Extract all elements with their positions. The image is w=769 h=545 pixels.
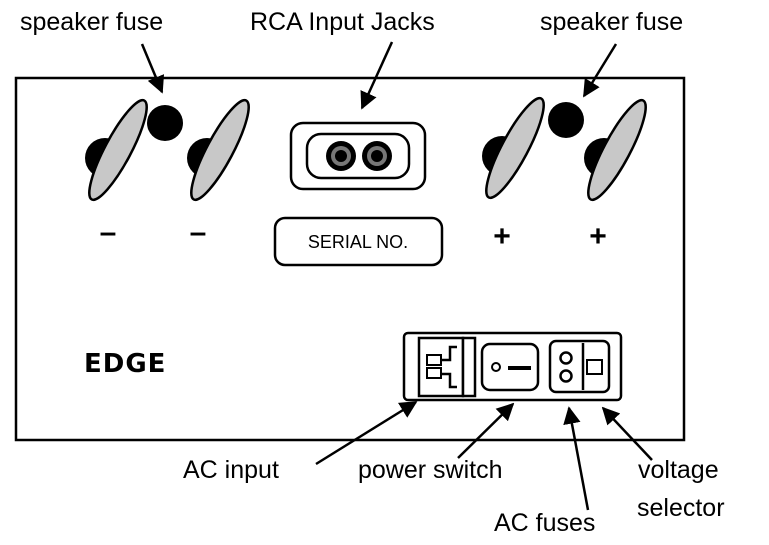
label-voltage-selector-line1: voltage: [638, 456, 719, 484]
ac-input-socket[interactable]: [417, 336, 477, 398]
terminal-sign-positive-1: +: [493, 220, 511, 253]
arrow-voltage-selector: [601, 406, 653, 461]
speaker-terminal-positive-1[interactable]: [477, 92, 553, 203]
ac-module: [402, 331, 623, 402]
terminal-sign-negative-2: –: [190, 216, 207, 249]
terminal-sign-negative-1: –: [100, 216, 117, 249]
arrow-rca-input-jacks: [360, 41, 394, 110]
speaker-fuse-right[interactable]: [548, 102, 584, 138]
label-power-switch: power switch: [358, 456, 503, 484]
label-ac-input: AC input: [183, 456, 279, 484]
arrow-speaker-fuse-right: [582, 43, 618, 98]
rca-jack-right[interactable]: [362, 141, 392, 171]
terminal-sign-positive-2: +: [589, 220, 607, 253]
speaker-terminal-negative-1[interactable]: [80, 94, 156, 205]
arrow-speaker-fuse-left: [140, 43, 165, 94]
voltage-selector[interactable]: [586, 359, 603, 375]
label-speaker-fuse-right: speaker fuse: [540, 8, 683, 36]
label-rca-input-jacks: RCA Input Jacks: [250, 8, 435, 36]
ac-fuse-and-voltage-holder: [548, 339, 611, 394]
speaker-terminal-positive-2[interactable]: [579, 94, 655, 205]
serial-number-label: SERIAL NO.: [308, 232, 408, 252]
ac-fuses[interactable]: [559, 351, 573, 383]
speaker-terminal-negative-2[interactable]: [182, 94, 258, 205]
label-ac-fuses: AC fuses: [494, 509, 595, 537]
edge-logo: EDGE: [84, 349, 166, 379]
label-voltage-selector-line2: selector: [637, 494, 725, 522]
arrow-power-switch: [457, 402, 515, 459]
rca-input-jacks[interactable]: [289, 121, 427, 191]
serial-number-plate: [273, 216, 444, 267]
rca-jack-left[interactable]: [326, 141, 356, 171]
power-switch[interactable]: [480, 342, 540, 392]
label-speaker-fuse-left: speaker fuse: [20, 8, 163, 36]
arrow-ac-fuses: [563, 406, 590, 511]
arrow-ac-input: [315, 400, 418, 466]
speaker-fuse-left[interactable]: [147, 105, 183, 141]
